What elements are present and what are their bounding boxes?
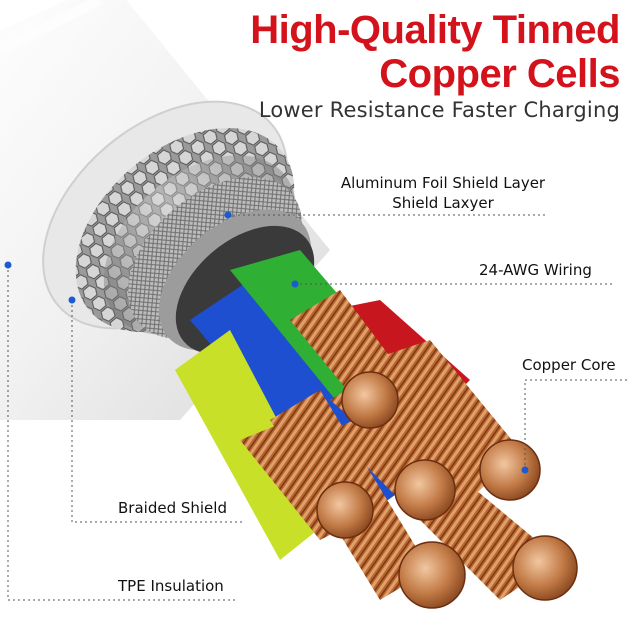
callout-foil-shield-line-2: Shield Laxyer xyxy=(392,194,494,212)
callout-braided-shield: Braided Shield xyxy=(118,499,227,517)
callout-awg-wiring: 24-AWG Wiring xyxy=(479,261,592,279)
headline-line-1: High-Quality Tinned xyxy=(250,8,620,52)
callout-foil-shield-line-1: Aluminum Foil Shield Layer xyxy=(340,174,546,192)
headline-subtitle: Lower Resistance Faster Charging xyxy=(258,98,620,122)
headline-line-2: Copper Cells xyxy=(379,52,620,96)
callout-tpe-insulation: TPE Insulation xyxy=(118,577,224,595)
callout-copper-core: Copper Core xyxy=(522,356,616,374)
callout-foil-shield: Aluminum Foil Shield Layer Shield Laxyer xyxy=(336,173,550,213)
headline: High-Quality Tinned Copper Cells xyxy=(250,8,620,96)
